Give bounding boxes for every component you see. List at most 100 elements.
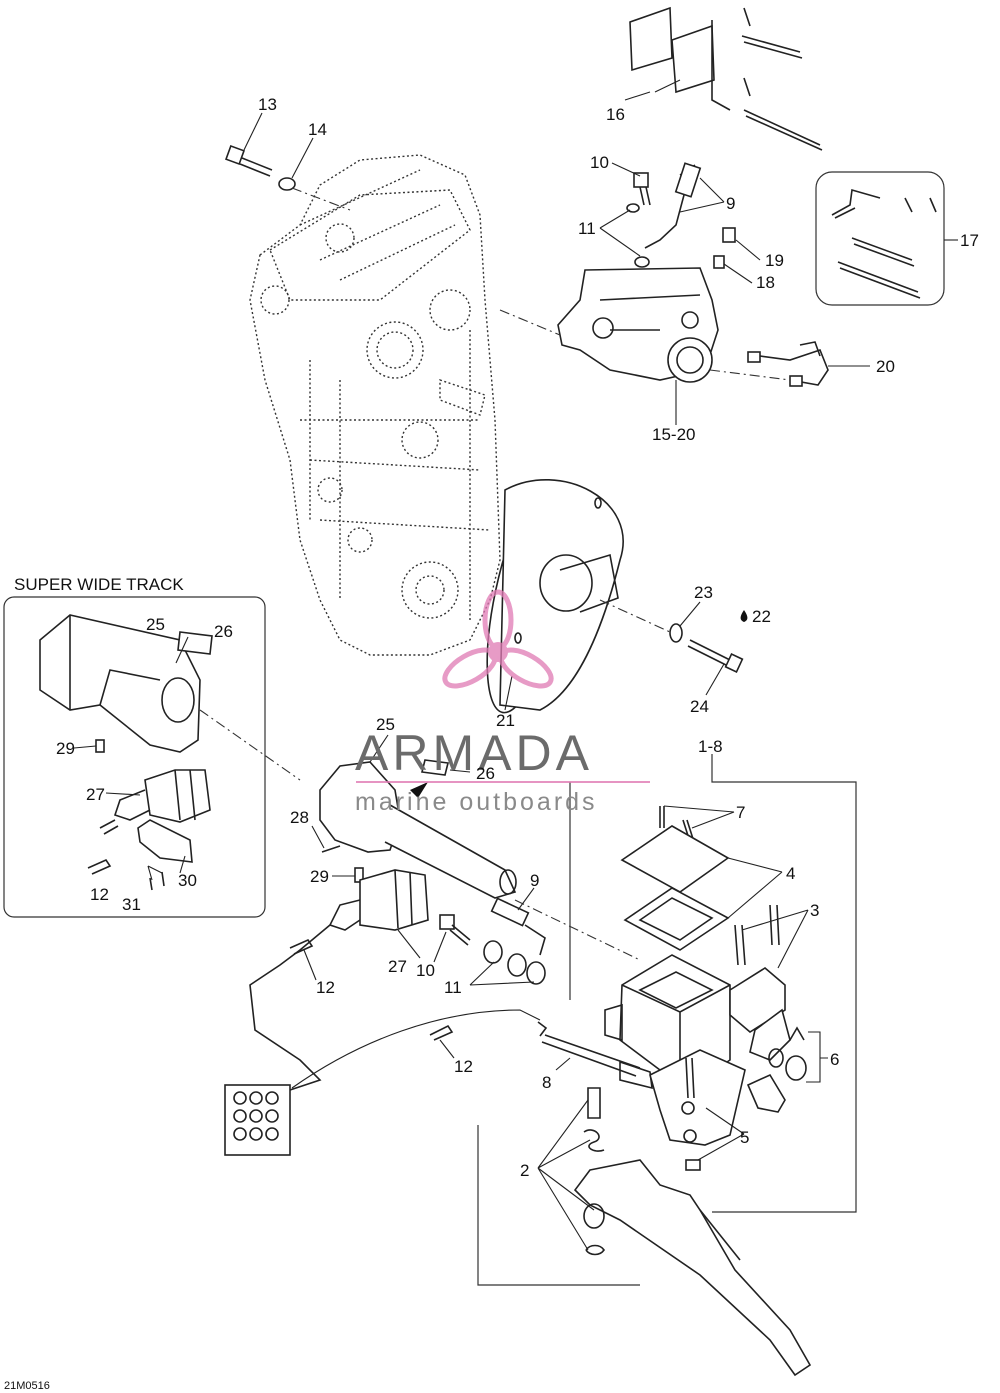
brake-lever-2 xyxy=(573,1159,812,1377)
decal-26b xyxy=(421,759,449,776)
label-25b: 25 xyxy=(376,715,395,734)
label-10a: 10 xyxy=(590,153,609,172)
pushrod-8 xyxy=(541,1034,653,1090)
diagram-code: 21M0516 xyxy=(4,1380,50,1392)
label-12b: 12 xyxy=(316,978,335,997)
label-15-20: 15-20 xyxy=(652,425,695,444)
label-19: 19 xyxy=(765,251,784,270)
screw-28 xyxy=(321,845,341,853)
label-29a: 29 xyxy=(56,739,75,758)
banjo-bolt-10b xyxy=(439,914,471,946)
label-1-8: 1-8 xyxy=(698,737,723,756)
connector-12b xyxy=(289,938,314,955)
label-12a: 12 xyxy=(90,885,109,904)
armada-watermark: ARMADA marine outboards xyxy=(355,589,650,816)
label-9b: 9 xyxy=(530,871,539,890)
label-7: 7 xyxy=(736,803,745,822)
arrow-26b xyxy=(410,782,428,798)
label-25a: 25 xyxy=(146,615,165,634)
washer-11b-3 xyxy=(526,961,546,985)
label-8: 8 xyxy=(542,1073,551,1092)
washer-11a-top xyxy=(626,203,640,213)
watermark-brand: ARMADA xyxy=(355,725,593,781)
label-23: 23 xyxy=(694,583,713,602)
label-16: 16 xyxy=(606,105,625,124)
label-3: 3 xyxy=(810,901,819,920)
caliper-15-20 xyxy=(557,267,719,383)
fitting-20b xyxy=(789,375,803,387)
super-wide-track-title: SUPER WIDE TRACK xyxy=(14,575,184,594)
fitting-20a xyxy=(747,351,761,363)
label-28: 28 xyxy=(290,808,309,827)
washer-23 xyxy=(669,623,683,643)
label-14: 14 xyxy=(308,120,327,139)
pins-16 xyxy=(741,7,823,151)
spring-2 xyxy=(583,1129,605,1152)
gearbox-phantom xyxy=(249,154,501,656)
pivot-bolt-2 xyxy=(587,1087,601,1119)
circlip-2 xyxy=(585,1244,605,1256)
assembly-1-8-bracket xyxy=(711,754,857,1213)
label-27a: 27 xyxy=(86,785,105,804)
brake-hose-9b xyxy=(490,897,546,956)
axis-caliper xyxy=(499,309,561,336)
bolt-5 xyxy=(685,1057,695,1099)
label-27b: 27 xyxy=(388,957,407,976)
switch-27a xyxy=(99,769,211,835)
axis-grip xyxy=(514,899,641,961)
label-21: 21 xyxy=(496,711,515,730)
switch-27b xyxy=(249,869,429,1091)
label-20: 20 xyxy=(876,357,895,376)
leader-lines xyxy=(73,112,958,1251)
bushing-2 xyxy=(583,1203,605,1229)
super-wide-track-box xyxy=(3,596,266,918)
bleeder-cap-19 xyxy=(722,227,736,243)
propeller-logo xyxy=(442,589,554,689)
washer-11b-2 xyxy=(507,953,527,977)
gasket-4-inner xyxy=(638,897,714,941)
connector-12c xyxy=(429,1024,454,1041)
screw-29a xyxy=(95,739,105,753)
label-26a: 26 xyxy=(214,622,233,641)
connector-12a xyxy=(87,858,112,875)
spring-clip-8 xyxy=(537,1021,548,1037)
label-22: 22 xyxy=(752,607,771,626)
label-9a: 9 xyxy=(726,194,735,213)
label-11a: 11 xyxy=(578,219,596,238)
brake-hose-9a xyxy=(644,162,702,249)
harness-wire xyxy=(291,1009,541,1089)
label-18: 18 xyxy=(756,273,775,292)
screw-7a xyxy=(659,806,665,828)
bleeder-18 xyxy=(713,255,725,269)
label-10b: 10 xyxy=(416,961,435,980)
lever-frame xyxy=(477,1125,640,1286)
mount-5 xyxy=(649,1049,746,1146)
label-26b: 26 xyxy=(476,764,495,783)
clamp-3 xyxy=(729,967,791,1061)
axis-disc xyxy=(599,599,671,633)
label-12c: 12 xyxy=(454,1057,473,1076)
label-11b: 11 xyxy=(444,978,462,997)
switch-6 xyxy=(768,1026,807,1081)
label-13: 13 xyxy=(258,95,277,114)
decal-26a xyxy=(177,631,213,655)
axis-line-20 xyxy=(709,369,791,381)
washer-14 xyxy=(278,177,296,191)
watermark-tagline: marine outboards xyxy=(355,788,598,816)
banjo-bolt-10a xyxy=(633,172,651,206)
bolt-13 xyxy=(225,145,273,177)
screw-31 xyxy=(149,871,165,891)
label-30: 30 xyxy=(178,871,197,890)
axis-inset xyxy=(199,709,301,781)
brake-pads-16 xyxy=(624,6,731,111)
screw-29b xyxy=(354,867,364,883)
lubricant-drop-22 xyxy=(740,610,748,622)
label-6: 6 xyxy=(830,1050,839,1069)
kit-17-parts xyxy=(831,188,937,299)
bracket-30 xyxy=(137,819,193,863)
label-4: 4 xyxy=(786,864,795,883)
label-29b: 29 xyxy=(310,867,329,886)
washer-11b-1 xyxy=(483,940,503,964)
harness-connector xyxy=(224,1084,291,1156)
